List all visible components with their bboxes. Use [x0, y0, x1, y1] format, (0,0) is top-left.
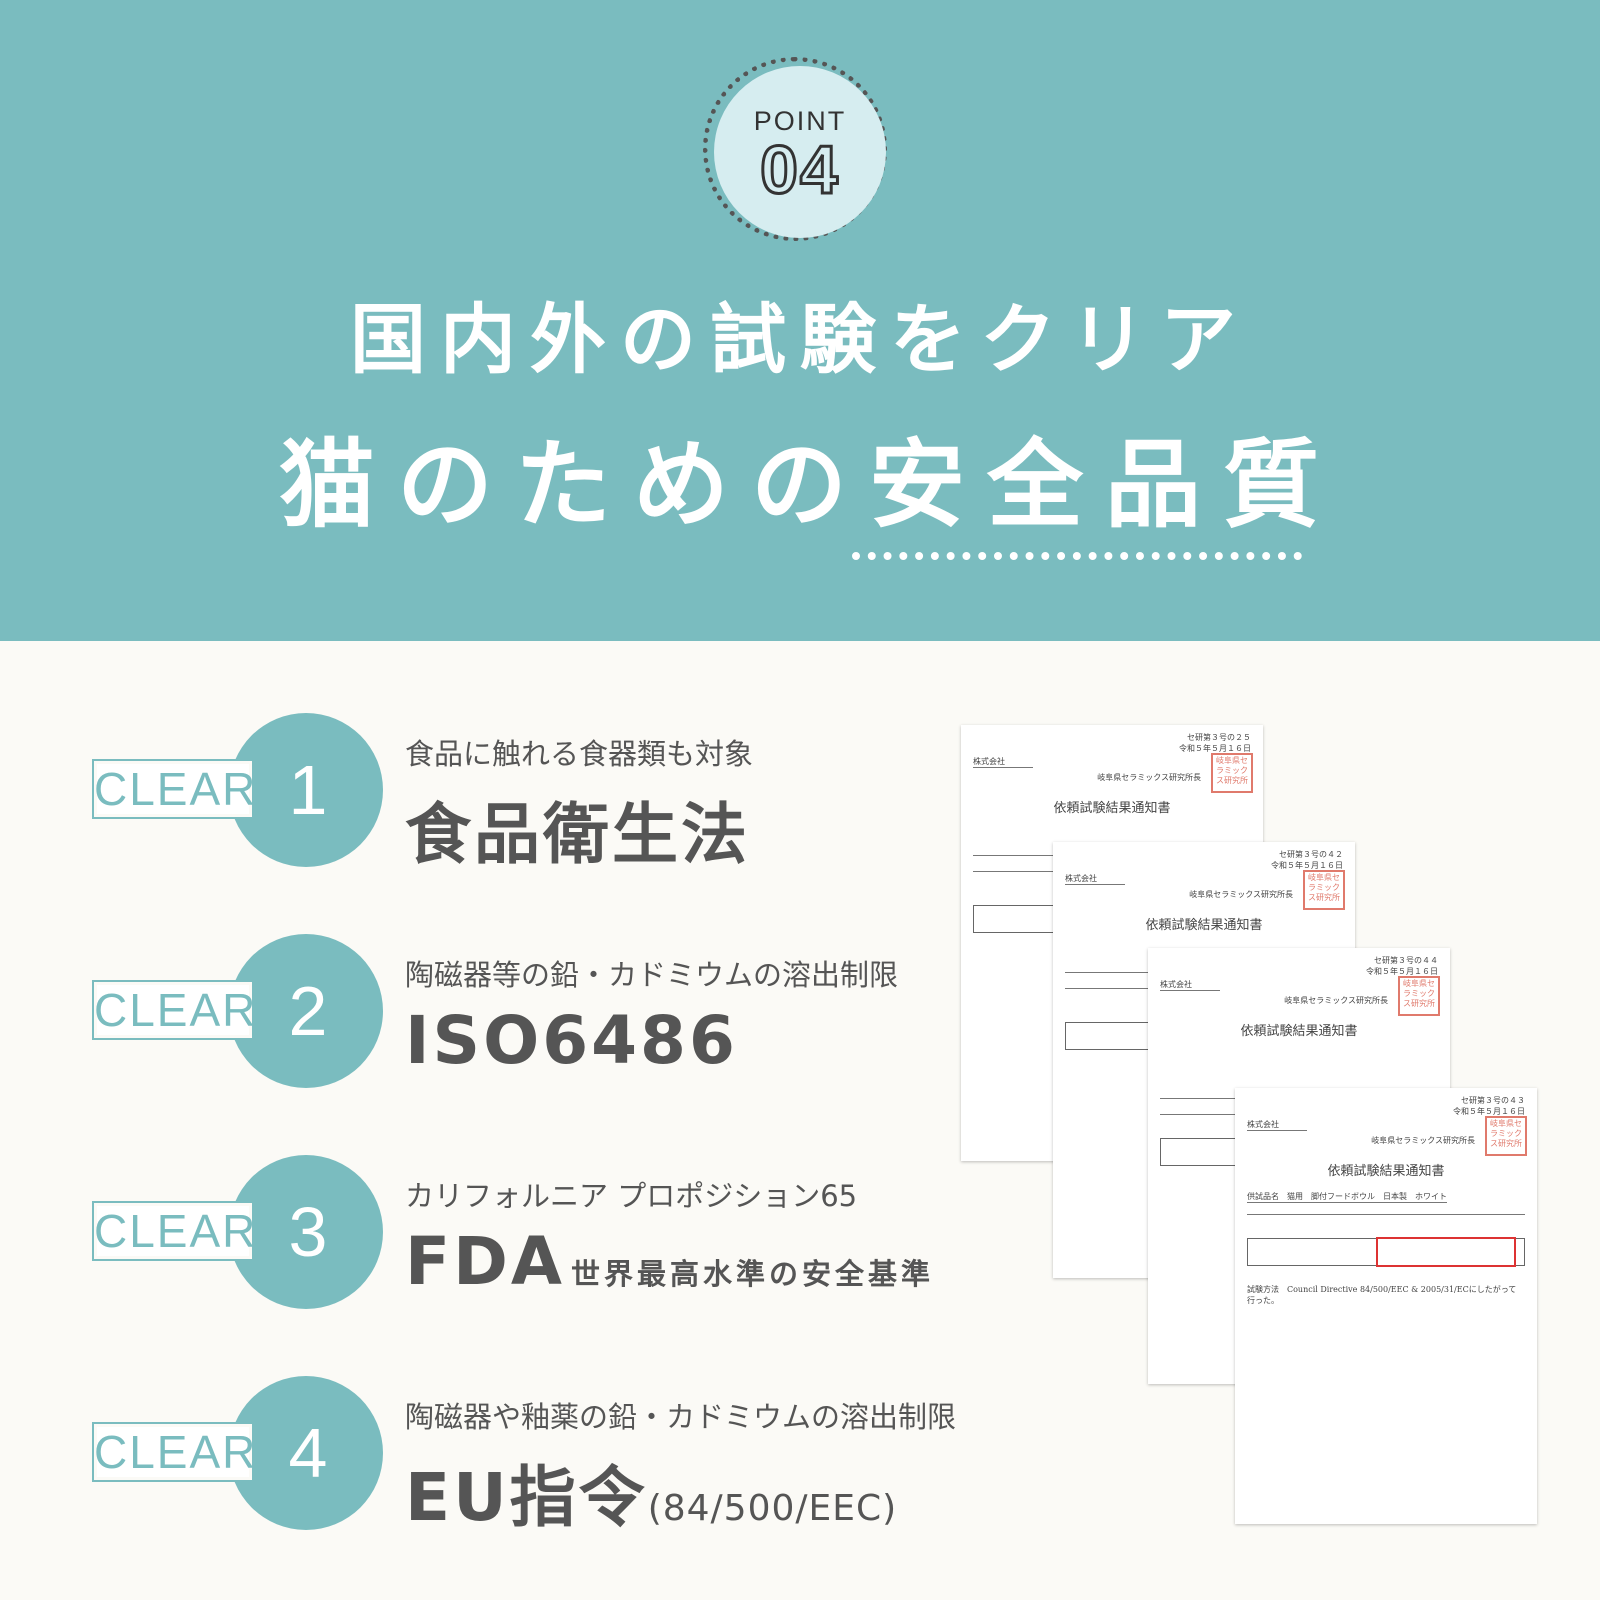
doc-issuer: 岐阜県セラミックス研究所長 [1097, 773, 1201, 782]
doc-date: 令和５年５月１６日 [1271, 861, 1343, 870]
result-table [1247, 1237, 1525, 1267]
title-line-2: 猫のための安全品質 [279, 429, 1341, 541]
item-title-text: 食品衛生法 [405, 796, 750, 873]
item-subtitle: 陶磁器等の鉛・カドミウムの溶出制限 [405, 958, 899, 992]
doc-date: 令和５年５月１６日 [1179, 744, 1251, 753]
item-number: 3 [288, 1193, 328, 1271]
doc-date: 令和５年５月１６日 [1453, 1107, 1525, 1116]
clear-item-2: CLEAR 2 陶磁器等の鉛・カドミウムの溶出制限 ISO6486 [0, 934, 1000, 1094]
item-subtitle: 食品に触れる食器類も対象 [405, 737, 754, 771]
doc-number: セ研第３号の４３ [1461, 1096, 1525, 1105]
header-banner: POINT 04 国内外の試験をクリア 猫のための安全品質 [0, 0, 1600, 641]
item-title: ISO6486 [405, 1002, 738, 1079]
doc-sample: 供試品名 猫用 脚付フードボウル 日本製 ホワイト [1247, 1192, 1447, 1203]
doc-number: セ研第３号の４２ [1279, 850, 1343, 859]
seal-stamp: 岐阜県セラミックス研究所 [1485, 1116, 1527, 1156]
clear-tag: CLEAR [92, 1201, 255, 1261]
doc-client: 株式会社 [1247, 1120, 1307, 1131]
point-number: 04 [759, 132, 840, 208]
doc-number: セ研第３号の２５ [1187, 733, 1251, 742]
clear-tag: CLEAR [92, 980, 255, 1040]
number-circle: 3 [229, 1155, 383, 1309]
item-title: 食品衛生法 [405, 781, 750, 877]
number-circle: 4 [229, 1376, 383, 1530]
doc-client: 株式会社 [1065, 874, 1125, 885]
doc-issuer: 岐阜県セラミックス研究所長 [1284, 996, 1388, 1005]
point-label: POINT [753, 106, 847, 136]
dotted-underline [852, 552, 1302, 562]
clear-item-1: CLEAR 1 食品に触れる食器類も対象 食品衛生法 [0, 713, 1000, 873]
doc-issuer: 岐阜県セラミックス研究所長 [1189, 890, 1293, 899]
doc-method: 試験方法 Council Directive 84/500/EEC & 2005… [1247, 1285, 1517, 1305]
highlight-box [1376, 1237, 1516, 1267]
item-number: 1 [288, 751, 328, 829]
item-title: EU指令(84/500/EEC) [405, 1444, 897, 1540]
clear-tag: CLEAR [92, 759, 255, 819]
seal-stamp: 岐阜県セラミックス研究所 [1211, 753, 1253, 793]
doc-title: 依頼試験結果通知書 [1145, 918, 1263, 933]
doc-title: 依頼試験結果通知書 [1240, 1024, 1358, 1039]
title-line-1: 国内外の試験をクリア [350, 295, 1250, 384]
doc-issuer: 岐阜県セラミックス研究所長 [1371, 1136, 1475, 1145]
item-title-text: EU指令 [405, 1459, 648, 1536]
item-title-text: FDA [405, 1223, 565, 1300]
number-circle: 1 [229, 713, 383, 867]
doc-client: 株式会社 [1160, 980, 1220, 991]
seal-stamp: 岐阜県セラミックス研究所 [1398, 976, 1440, 1016]
item-subtitle: 陶磁器や釉薬の鉛・カドミウムの溶出制限 [405, 1400, 957, 1434]
item-title-note: (84/500/EEC) [647, 1488, 898, 1529]
item-title-text: ISO6486 [405, 1002, 738, 1079]
item-number: 4 [288, 1414, 328, 1492]
certificate-document-4: セ研第３号の４３ 令和５年５月１６日 株式会社 岐阜県セラミックス研究所長 岐阜… [1235, 1088, 1537, 1524]
clear-item-4: CLEAR 4 陶磁器や釉薬の鉛・カドミウムの溶出制限 EU指令(84/500/… [0, 1376, 1000, 1536]
seal-stamp: 岐阜県セラミックス研究所 [1303, 870, 1345, 910]
number-circle: 2 [229, 934, 383, 1088]
item-title-note: 世界最高水準の安全基準 [570, 1257, 934, 1291]
doc-date: 令和５年５月１６日 [1366, 967, 1438, 976]
doc-client: 株式会社 [973, 757, 1033, 768]
doc-title: 依頼試験結果通知書 [1053, 801, 1171, 816]
item-number: 2 [288, 972, 328, 1050]
item-subtitle: カリフォルニア プロポジション65 [405, 1179, 858, 1213]
doc-title: 依頼試験結果通知書 [1327, 1164, 1445, 1179]
doc-number: セ研第３号の４４ [1374, 956, 1438, 965]
clear-tag: CLEAR [92, 1422, 255, 1482]
point-badge: POINT 04 [714, 66, 886, 238]
